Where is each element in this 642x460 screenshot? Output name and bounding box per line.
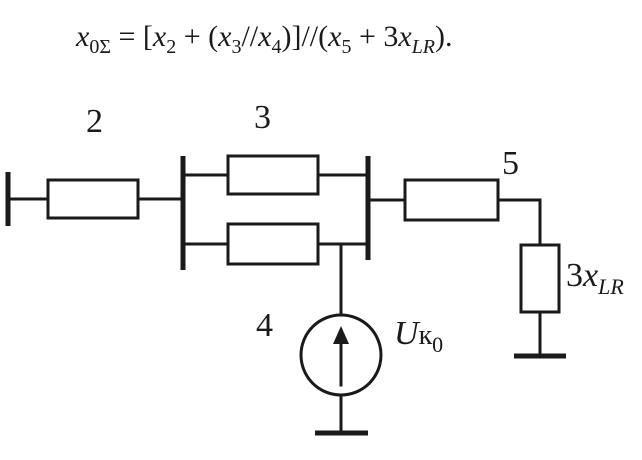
resistor-3xlr <box>519 243 561 314</box>
label-resistor-5: 5 <box>502 145 519 182</box>
label-resistor-3: 3 <box>254 99 271 136</box>
resistor-2 <box>46 178 140 220</box>
label-branch-4: 4 <box>256 307 273 344</box>
source-arrow-icon <box>333 326 349 344</box>
resistor-5 <box>403 178 500 222</box>
label-source: Uк0 <box>394 315 443 357</box>
resistor-4 <box>226 222 320 266</box>
label-resistor-3xlr: 3xLR <box>566 257 624 299</box>
resistor-3 <box>226 154 320 196</box>
formula: x0Σ = [x2 + (x3//x4)]//(x5 + 3xLR). <box>75 20 453 58</box>
label-resistor-2: 2 <box>86 103 103 140</box>
